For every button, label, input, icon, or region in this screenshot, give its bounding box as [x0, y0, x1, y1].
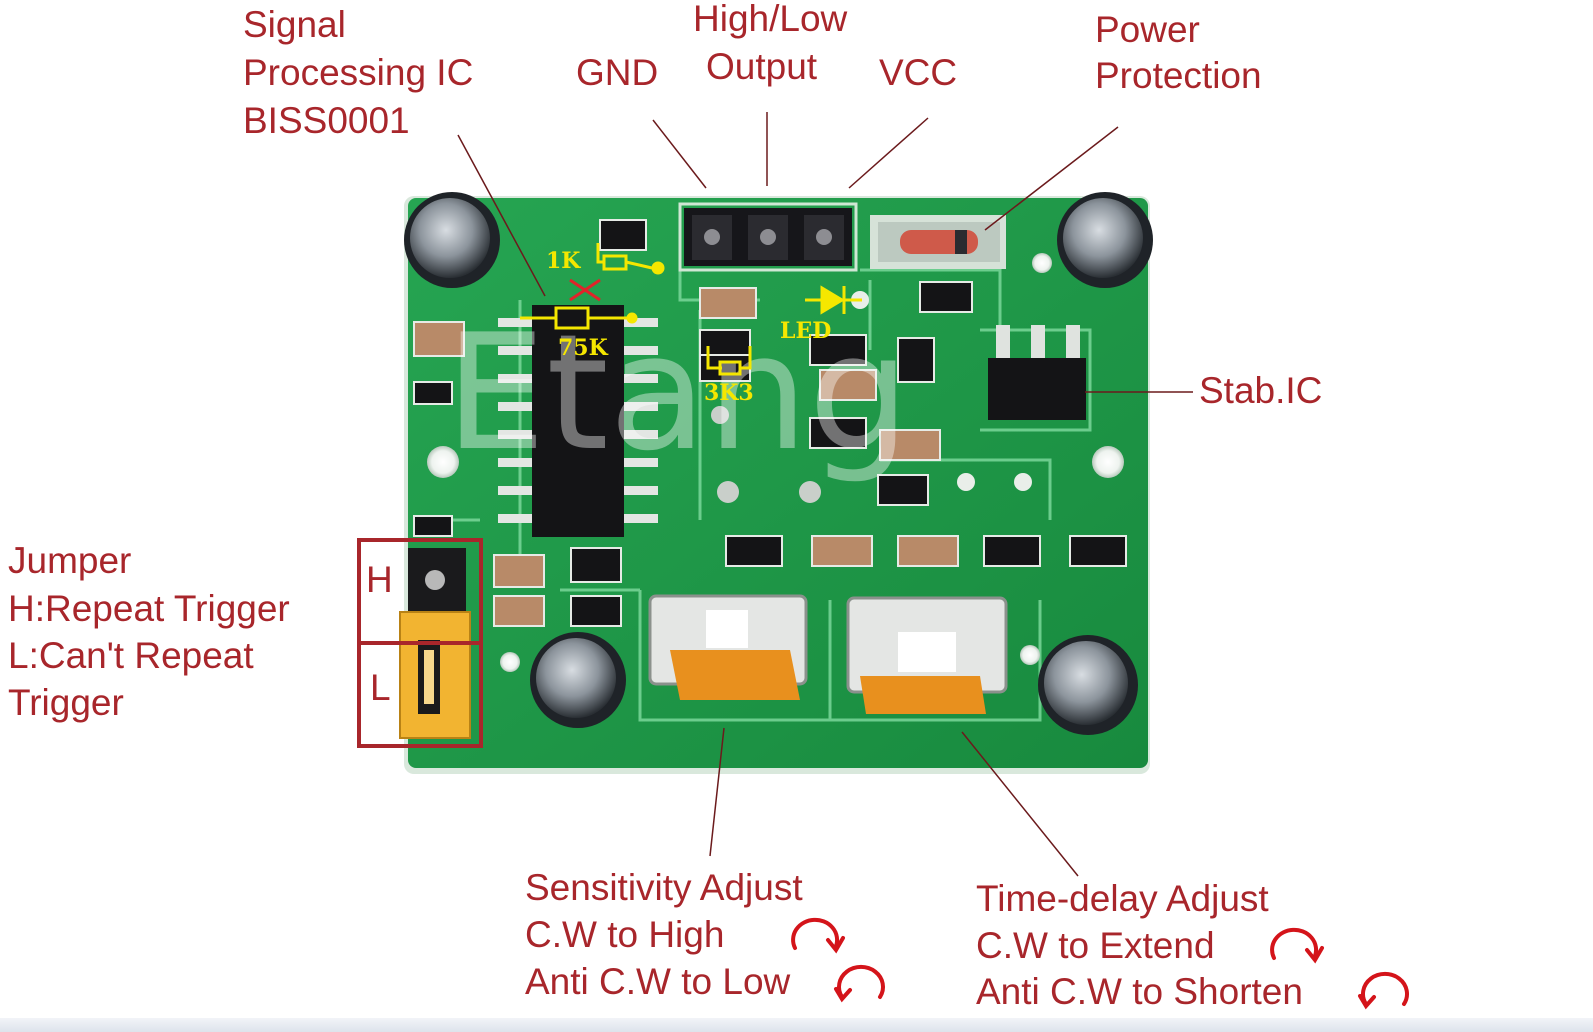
header-pins — [678, 202, 858, 272]
timedelay-potentiometer — [846, 596, 1008, 714]
capacitor-bottom-right — [1038, 635, 1138, 735]
capacitor-bottom-left — [530, 632, 626, 728]
jumper-label-line-2: H:Repeat Trigger — [8, 588, 290, 629]
sensitivity-label-line-1: Sensitivity Adjust — [525, 867, 803, 908]
watermark: Etang — [445, 299, 910, 486]
resistor-75k-symbol — [520, 306, 638, 330]
leader-lines — [457, 112, 1193, 877]
capacitor-top-right — [1057, 192, 1153, 288]
resistor-1k-label: 1K — [546, 248, 581, 274]
signal-ic-label-line-3: BISS0001 — [243, 100, 410, 141]
resistor-3k3-label: 3K3 — [704, 380, 754, 406]
vcc-label: VCC — [879, 52, 958, 93]
cw-arrow-icon — [1270, 927, 1324, 964]
led-label: LED — [780, 318, 831, 344]
resistor-1k-symbol — [596, 243, 665, 275]
jumper-label-line-1: Jumper — [8, 540, 132, 581]
sensitivity-potentiometer — [648, 594, 808, 700]
gnd-label: GND — [576, 52, 659, 93]
bottom-window-edge — [0, 1018, 1593, 1032]
highlow-label-line-2: Output — [706, 46, 818, 87]
jumper-label-line-4: Trigger — [8, 682, 124, 723]
highlow-label-line-1: High/Low — [693, 0, 848, 39]
ccw-arrow-icon — [834, 964, 885, 1003]
timedelay-label-line-1: Time-delay Adjust — [976, 878, 1269, 919]
rotation-arrows — [791, 917, 1409, 1010]
jumper-l-label: L — [370, 667, 391, 708]
protection-diode — [870, 215, 1006, 269]
biss0001-chip — [498, 305, 658, 537]
power-protection-label-line-2: Protection — [1095, 55, 1262, 96]
resistor-75k-label: 75K — [558, 335, 609, 361]
jumper-label-line-3: L:Can't Repeat — [8, 635, 254, 676]
capacitor-top-left — [404, 192, 500, 288]
mount-hole-right — [1092, 446, 1124, 478]
removed-resistor-cross — [569, 278, 601, 302]
timedelay-label-line-3: Anti C.W to Shorten — [976, 971, 1303, 1012]
sensitivity-label-line-3: Anti C.W to Low — [525, 961, 791, 1002]
led-symbol — [805, 285, 862, 315]
jumper-highlight-box — [357, 538, 483, 748]
timedelay-label-line-2: C.W to Extend — [976, 925, 1215, 966]
schematic-overlay — [520, 243, 862, 376]
cw-arrow-icon — [791, 917, 845, 954]
jumper-block — [399, 548, 471, 739]
signal-ic-label-line-1: Signal — [243, 4, 346, 45]
signal-ic-label-line-2: Processing IC — [243, 52, 474, 93]
jumper-h-label: H — [366, 559, 393, 600]
ccw-arrow-icon — [1358, 971, 1409, 1010]
resistor-3k3-symbol — [706, 346, 752, 376]
stab-ic-label: Stab.IC — [1199, 370, 1323, 411]
mount-hole-left — [427, 446, 459, 478]
power-protection-label-line-1: Power — [1095, 9, 1200, 50]
voltage-regulator — [988, 325, 1086, 420]
sensitivity-label-line-2: C.W to High — [525, 914, 725, 955]
